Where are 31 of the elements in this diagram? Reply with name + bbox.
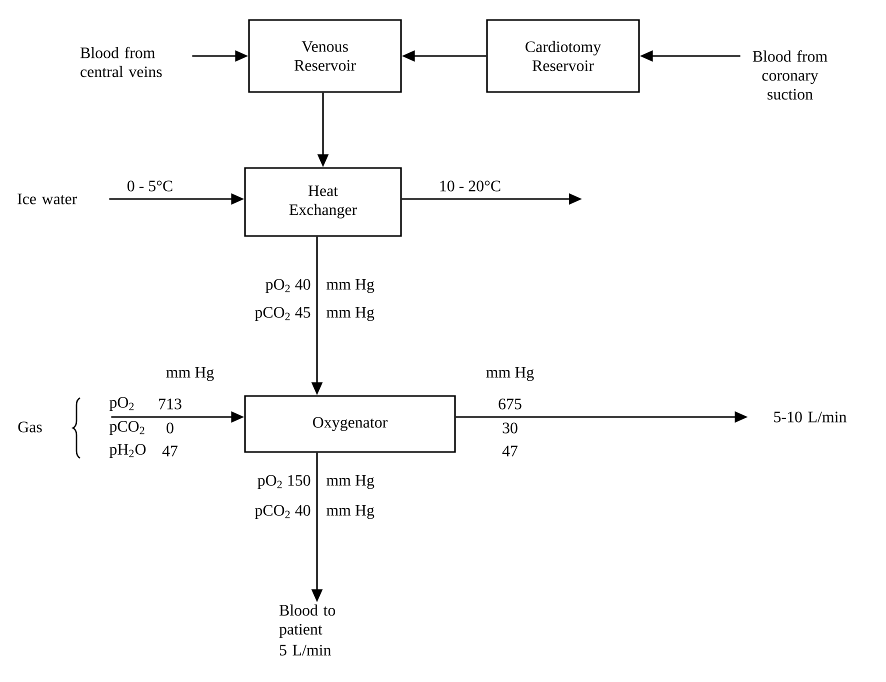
value-label: mm Hg (326, 279, 374, 293)
process-box: Heat Exchanger (244, 167, 402, 237)
value-label: 47 (502, 446, 518, 456)
value-label: pO$_{2}$ 40 (266, 279, 310, 293)
process-box: Venous Reservoir (248, 19, 402, 93)
flow-text: Ice water (18, 194, 78, 204)
value-label: pH$_{2}$O (109, 444, 146, 458)
value-label: pCO$_{2}$ (109, 421, 144, 435)
value-label: 0 (166, 422, 174, 434)
flow-text: Blood from central veins (80, 46, 162, 78)
flow-text: 5-10 L/min (774, 412, 847, 422)
flow-text: Blood from coronary suction (752, 50, 828, 100)
value-label: mm Hg (326, 505, 374, 519)
value-label: mm Hg (486, 367, 534, 381)
value-label: pCO$_{2}$ 45 (254, 307, 310, 321)
flow-text: Gas (18, 422, 42, 432)
edge-label: 0 - 5°C (126, 180, 174, 192)
value-label: mm Hg (166, 367, 214, 381)
process-box: Cardiotomy Reservoir (486, 19, 640, 93)
edge-label: 10 - 20°C (438, 180, 502, 192)
value-label: pO$_{2}$ (109, 397, 134, 411)
value-label: 47 (162, 446, 178, 456)
flow-text: Blood to patient 5 L/min (279, 604, 336, 656)
value-label: pCO$_{2}$ 40 (254, 505, 310, 519)
value-label: mm Hg (326, 475, 374, 489)
value-label: pO$_{2}$ 150 (258, 475, 310, 489)
process-box: Oxygenator (244, 395, 456, 453)
value-label: mm Hg (326, 307, 374, 321)
value-label: 675 (498, 398, 522, 410)
value-label: 713 (159, 398, 182, 410)
value-label: 30 (502, 422, 518, 434)
